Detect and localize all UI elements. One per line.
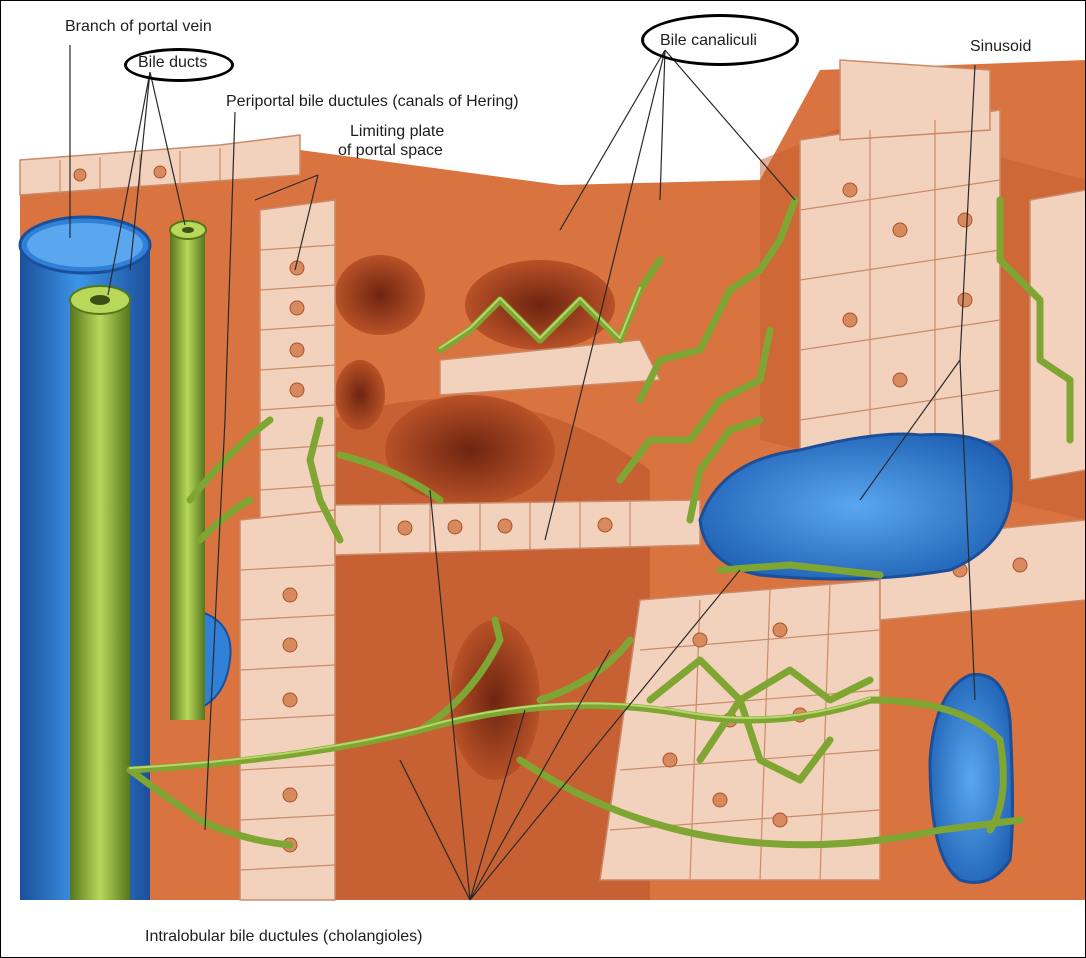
highlight-circle-bile-canaliculi (641, 14, 799, 66)
label-limiting-plate-line2: of portal space (338, 142, 443, 160)
label-branch-portal-vein: Branch of portal vein (65, 18, 212, 36)
highlight-circle-bile-ducts (124, 48, 234, 82)
label-limiting-plate-line1: Limiting plate (350, 123, 444, 141)
label-periportal-bile-ductules: Periportal bile ductules (canals of Heri… (226, 93, 519, 111)
label-intralobular-bile-ductules: Intralobular bile ductules (cholangioles… (145, 928, 423, 946)
label-sinusoid: Sinusoid (970, 38, 1031, 56)
